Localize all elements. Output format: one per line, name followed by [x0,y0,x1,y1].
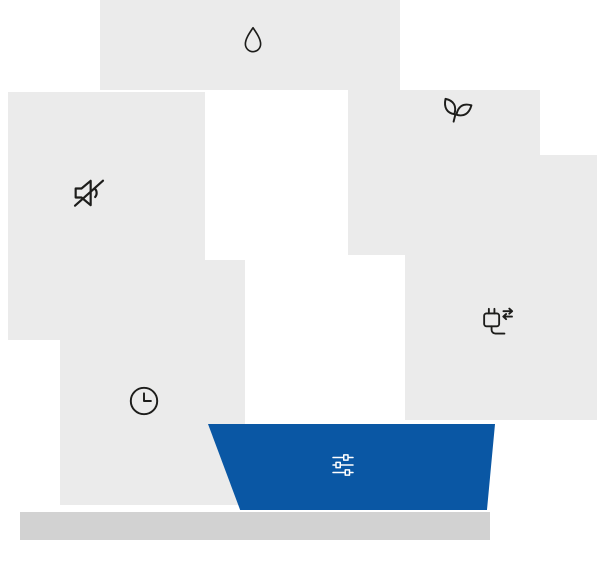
leaves-icon [432,89,480,136]
base-bar [20,512,490,540]
plug-sync-icon [476,301,518,343]
settings-button[interactable] [208,424,495,510]
water-drop-icon [234,22,272,62]
speaker-muted-icon [67,171,111,215]
tile-water[interactable] [100,0,400,90]
clock-icon [125,382,163,420]
tile-time[interactable] [60,260,245,505]
tile-connect[interactable] [405,155,597,420]
sliders-icon [326,448,360,482]
